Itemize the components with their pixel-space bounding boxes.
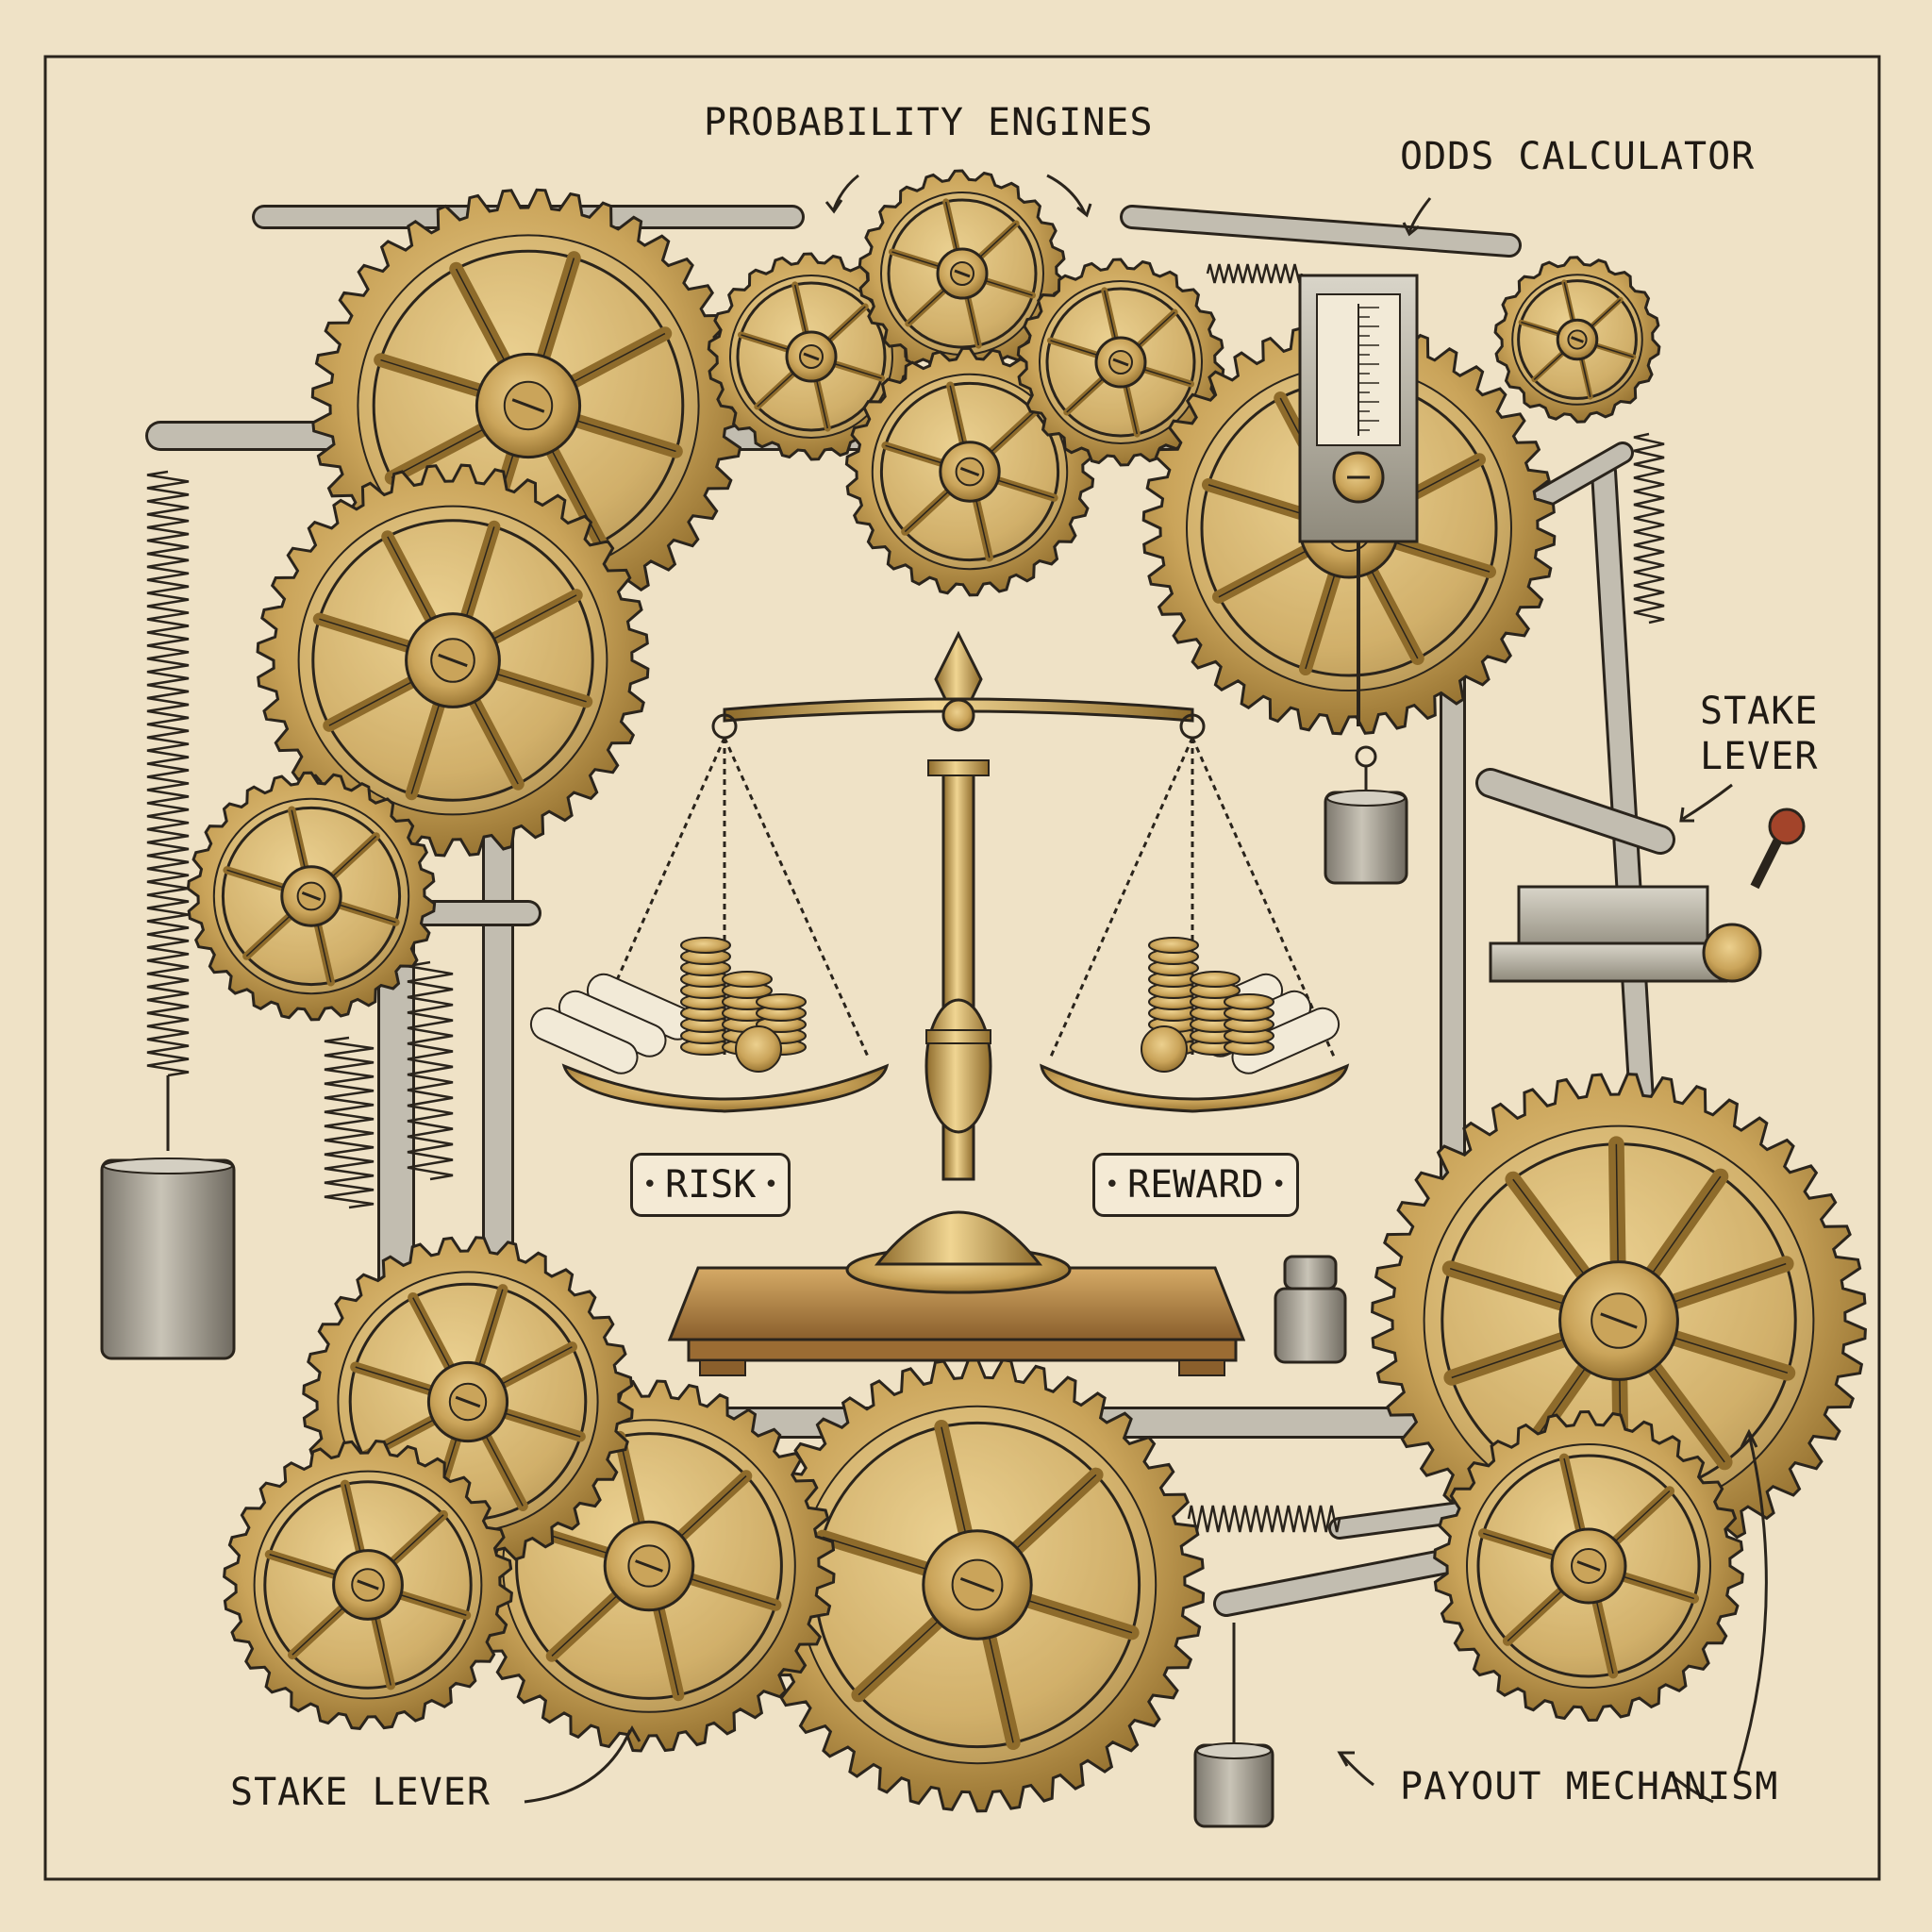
gear-bottom-center <box>749 1357 1206 1813</box>
label-payout-mechanism: PAYOUT MECHANISM <box>1400 1765 1779 1808</box>
label-odds-calculator: ODDS CALCULATOR <box>1400 135 1756 178</box>
gear-left-small <box>186 771 437 1022</box>
top-right-bar <box>1123 208 1519 255</box>
label-stake-lever-right-line2: LEVER <box>1700 735 1819 778</box>
gear-train <box>186 169 1867 1813</box>
payout-arm <box>1216 1546 1482 1614</box>
odds-calculator-gauge <box>1298 274 1419 768</box>
hanging-weights <box>100 766 1408 1828</box>
label-stake-lever-bottom: STAKE LEVER <box>230 1771 491 1814</box>
gear-top-right-small <box>1493 256 1661 424</box>
gear-probability-left <box>707 252 916 461</box>
frame-border <box>43 55 1881 1881</box>
gear-probability-top <box>858 169 1067 378</box>
gear-bottom-far-left <box>223 1440 513 1730</box>
gear-probability-right <box>1016 258 1225 467</box>
label-probability-engines: PROBABILITY ENGINES <box>704 101 1154 144</box>
callout-arrows <box>524 174 1768 1804</box>
small-weight <box>1274 1255 1347 1364</box>
label-stake-lever-right: STAKE LEVER <box>1700 689 1818 779</box>
crank-handle <box>1489 808 1806 983</box>
weight-payout <box>1193 1742 1274 1828</box>
gear-right-lower <box>1433 1409 1744 1723</box>
gear-left-mid <box>256 463 650 858</box>
spring-top-right <box>1206 263 1304 284</box>
spring-left-long <box>146 470 190 1077</box>
spring-left-short <box>324 1036 375 1209</box>
weight-left-large <box>100 1158 236 1360</box>
plaque-reward: REWARD <box>1092 1153 1299 1217</box>
spring-right <box>1633 432 1665 625</box>
label-stake-lever-right-line1: STAKE <box>1700 690 1819 733</box>
spring-bottom-right <box>1187 1505 1341 1533</box>
balance-scale <box>529 630 1350 1376</box>
plaque-risk: RISK <box>630 1153 791 1217</box>
weight-odds <box>1324 790 1408 885</box>
spring-left-mid <box>407 960 454 1181</box>
stake-lever-bar <box>1478 771 1673 852</box>
